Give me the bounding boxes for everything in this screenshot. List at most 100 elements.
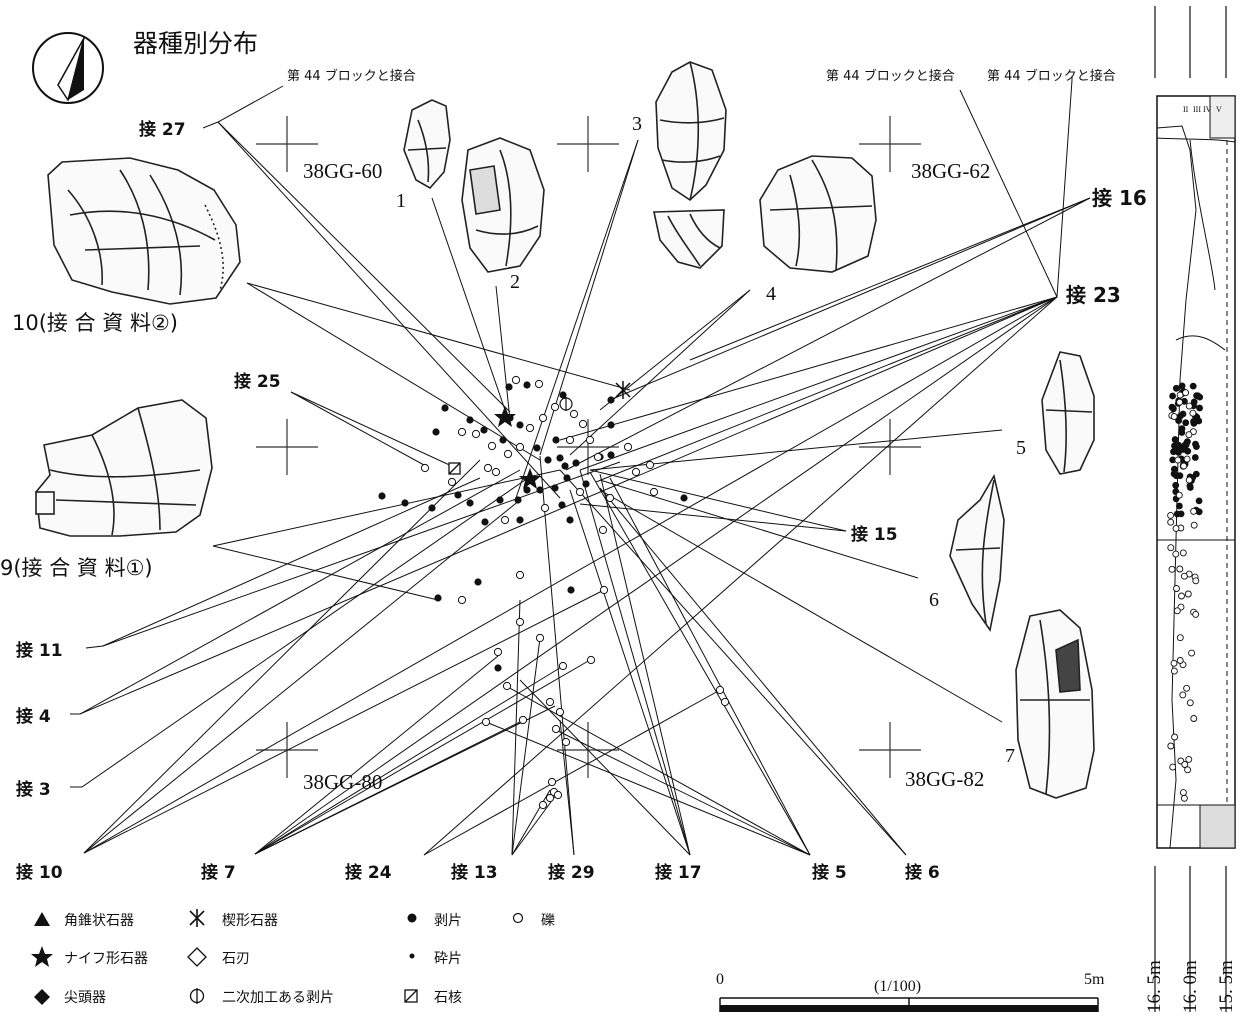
section-level-16-5: 16. 5m [1144,960,1165,1013]
section-flake-point [1180,446,1187,453]
note-block44-left: 第 44 ブロックと接合 [287,68,416,84]
section-pebble-point [1172,550,1180,558]
flake-point [582,480,590,488]
section-flake-point [1168,403,1176,411]
refit-label-23: 接 23 [1066,283,1121,307]
flake-point [505,383,513,391]
pebble-point [500,515,510,525]
flake-point [466,499,474,507]
flake-point [551,484,559,492]
artifact-drawing-6 [949,473,1005,633]
section-pebble-point [1189,409,1197,417]
section-pebble-point [1185,476,1193,484]
section-pebble-point [1173,585,1180,592]
scatter-special-marks [448,381,631,489]
pebble-point [720,697,730,707]
pebble-point [483,463,493,473]
flake-point [523,486,531,494]
pebble-point [561,737,571,747]
section-flake-point [1176,502,1183,510]
pebble-point [623,442,633,452]
artifact-number-4: 4 [766,283,776,305]
section-flake-point [1171,436,1179,443]
pebble-point [545,793,555,803]
pebble-point [545,697,555,707]
section-flake-point [1196,404,1203,412]
flake-point [607,451,615,459]
pebble-point [457,595,467,605]
pebble-point [558,661,568,671]
artifact-drawing-3 [655,61,727,202]
section-pebble-point [1179,549,1187,557]
section-pebble-point [1176,657,1184,664]
pebble-point [471,429,481,439]
flake-point [441,404,449,412]
legend-circle-bar-icon [189,988,205,1004]
flake-point [480,426,488,434]
pebble-point [575,487,585,497]
flake-point [516,421,524,429]
flake-point [474,578,482,586]
pebble-point [547,777,557,787]
section-flake-point [1176,472,1184,480]
core-square-slash [448,462,461,475]
section-pebble-point [1183,455,1191,463]
legend-small-dot-icon [409,953,415,959]
legend-label-small-dot: 砕片 [434,951,462,967]
section-pebble-point [1178,592,1185,600]
pebble-point [538,413,548,423]
section-pebble-point [1180,462,1188,470]
section-profile: II III IV V 16. 5m 16. 0m 15. 5m [1144,6,1237,1013]
grid-label-82: 38GG-82 [905,767,984,791]
section-pebble-point [1167,544,1175,552]
section-pebble-point [1172,524,1180,532]
legend-label-dot: 剥片 [434,913,462,929]
section-pebble-point [1190,521,1198,529]
section-pebble-point [1184,766,1192,774]
section-layer-4: IV [1203,105,1212,114]
flake-point [563,474,571,482]
pebble-point [420,463,430,473]
refit-label-5: 接 5 [812,862,847,883]
flake-point [401,499,409,507]
wedge-tool-asterisk [615,381,631,399]
section-pebble-point [1174,456,1182,464]
section-pebble-point [1190,715,1198,722]
pebble-point [503,449,513,459]
refit-label-24: 接 24 [345,862,392,883]
section-flake-point [1195,417,1203,425]
pebble-point [535,633,545,643]
artifact-drawing-7 [1015,609,1095,799]
section-pebble-point [1183,684,1191,692]
pebble-point [569,409,579,419]
artifact-number-1: 1 [396,190,406,212]
artifact-drawing-1 [403,99,451,190]
refit-label-10: 接 10 [16,862,63,883]
pebble-point [515,570,525,580]
pebble-point [649,487,659,497]
section-level-16-0: 16. 0m [1180,960,1201,1013]
note-block44-right-a: 第 44 ブロックと接合 [826,68,955,84]
section-pebble-point [1170,413,1178,421]
section-flake-point [1196,393,1204,401]
section-layer-2: II [1183,105,1189,114]
flake-point [516,516,524,524]
legend-label-circle: 礫 [541,913,555,929]
pebble-point [487,441,497,451]
section-pebble-point [1176,565,1184,573]
section-flake-point [1195,497,1203,505]
section-pebble-point [1167,518,1175,526]
legend-label-diamond-open: 石刃 [222,951,250,967]
refit-label-4: 接 4 [16,706,51,727]
section-pebble-point [1171,733,1179,741]
pebble-point [538,800,548,810]
scale-bar: 0 (1/100) 5m [716,971,1105,1012]
section-pebble-point [1185,755,1193,763]
section-flake-point [1189,382,1197,390]
flake-point [558,501,566,509]
pebble-point [447,477,457,487]
legend-label-star: ナイフ形石器 [64,951,148,967]
section-flake-point [1191,454,1199,461]
artifact-drawing-4a [653,209,725,269]
